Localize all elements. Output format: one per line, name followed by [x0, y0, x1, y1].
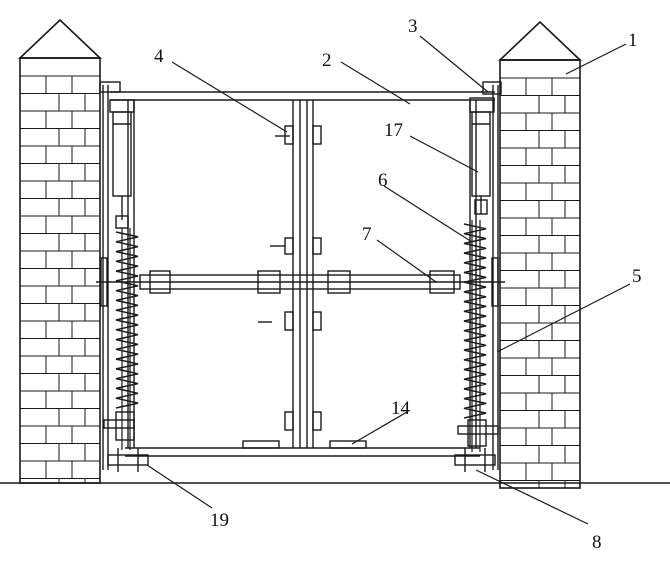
- callout-14: 14: [391, 398, 411, 419]
- callout-17: 17: [384, 120, 403, 141]
- left-cylinder: [109, 99, 135, 229]
- callout-2: 2: [322, 50, 332, 71]
- hinge-clips: [258, 125, 322, 431]
- right-cylinder: [469, 97, 495, 215]
- bottom-pivots: [107, 448, 496, 472]
- right-pillar-cap: [497, 20, 583, 61]
- callout-7: 7: [362, 224, 372, 245]
- left-brick-pillar: [17, 18, 103, 484]
- gate-frame: [99, 81, 502, 470]
- leader-lines: [146, 35, 631, 525]
- callout-3: 3: [408, 16, 418, 37]
- right-spring: [457, 220, 499, 452]
- callout-19: 19: [210, 510, 229, 531]
- right-brick-pillar: [497, 20, 583, 489]
- callout-4: 4: [154, 46, 164, 67]
- callout-5: 5: [632, 266, 642, 287]
- middle-crossbar: [96, 257, 505, 307]
- left-spring: [103, 228, 139, 450]
- callout-1: 1: [628, 30, 638, 51]
- left-pillar-cap: [17, 18, 103, 59]
- callout-labels: 1 2 3 4 5 6 7 8 14 17 19: [154, 16, 642, 553]
- callout-8: 8: [592, 532, 602, 553]
- floor-stops: [242, 440, 367, 449]
- callout-6: 6: [378, 170, 388, 191]
